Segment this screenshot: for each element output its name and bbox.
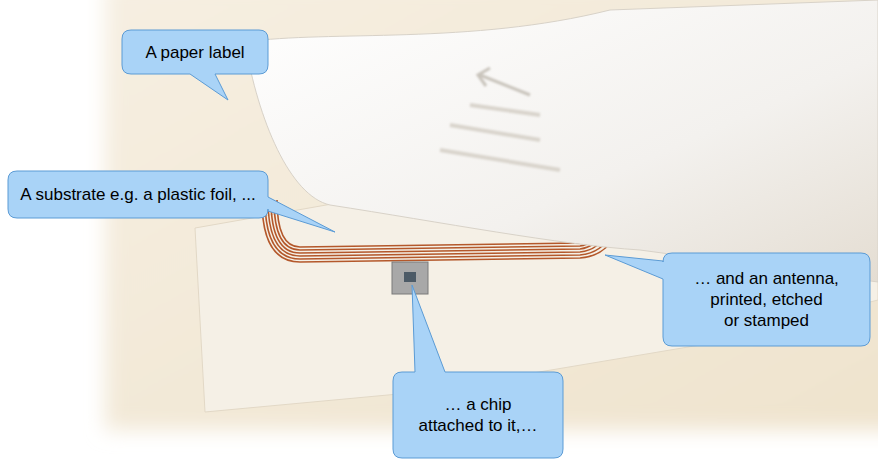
callout-text-group: … and an antenna, printed, etched or sta… bbox=[673, 268, 860, 331]
callout-text: … and an antenna, printed, etched or sta… bbox=[673, 268, 860, 331]
callout-text-group: A substrate e.g. a plastic foil, ... bbox=[20, 184, 255, 205]
callout-outline bbox=[393, 285, 563, 458]
callout-text-group: … a chip attached to it,… bbox=[403, 394, 553, 436]
callout-text-group: A paper label bbox=[145, 42, 244, 63]
paper-arrow bbox=[478, 68, 530, 95]
paper-print bbox=[440, 105, 560, 170]
callout-text: … a chip attached to it,… bbox=[403, 394, 553, 436]
chip bbox=[392, 262, 428, 294]
callout-bubble: … a chip attached to it,… bbox=[393, 372, 563, 458]
callout-outline bbox=[8, 171, 335, 232]
callout-bubble: A substrate e.g. a plastic foil, ... bbox=[8, 171, 268, 218]
callout-bubble: A paper label bbox=[122, 30, 268, 74]
callout-shape bbox=[393, 372, 563, 458]
callout-bubble: … and an antenna, printed, etched or sta… bbox=[663, 253, 870, 346]
paper-label bbox=[245, 0, 878, 282]
callout-outline bbox=[122, 30, 268, 100]
callout-outline bbox=[605, 253, 870, 346]
callout-text: A substrate e.g. a plastic foil, ... bbox=[20, 184, 255, 205]
callout-text: A paper label bbox=[145, 42, 244, 63]
